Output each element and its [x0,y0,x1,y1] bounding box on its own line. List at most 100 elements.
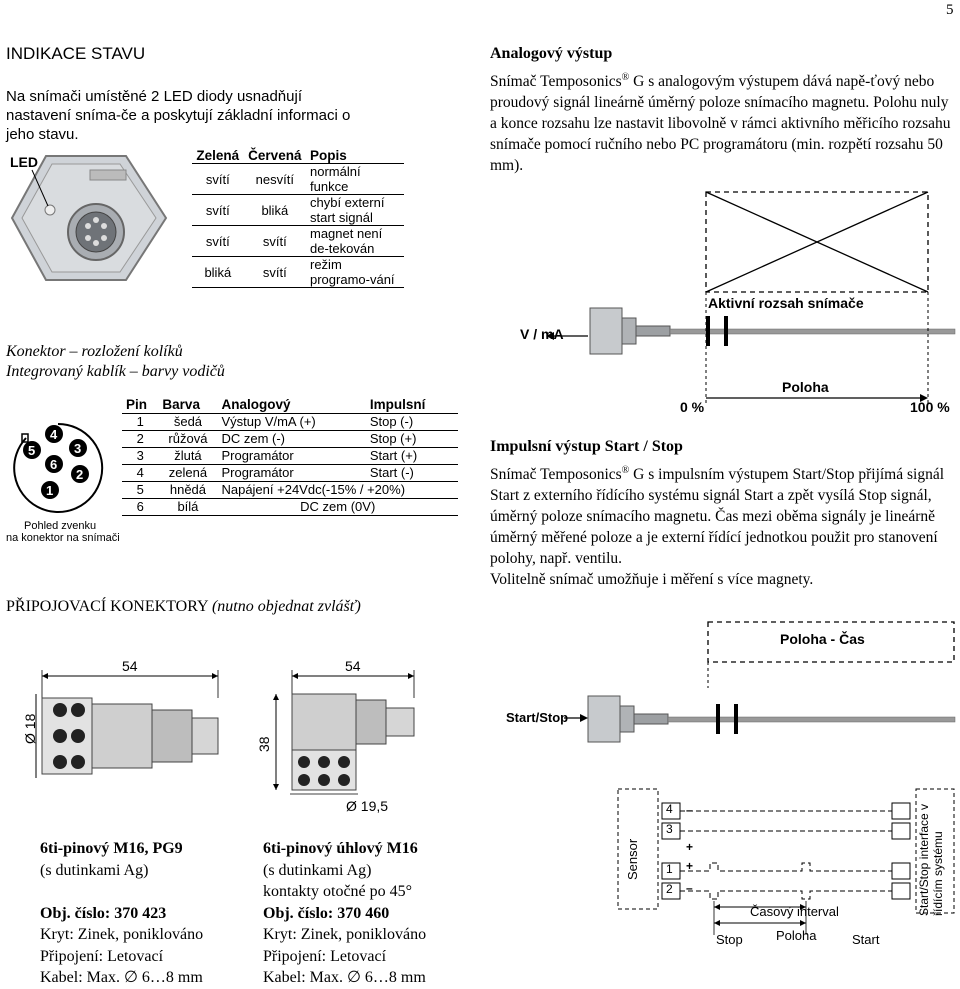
header-barva: Barva [162,397,200,412]
connector-title: Konektor – rozložení kolíků Integrovaný … [6,342,225,382]
indikace-title: INDIKACE STAVU [6,44,146,63]
table-cell: hnědá [158,481,218,499]
pin-5-label: 5 [28,443,35,458]
dim-length-1: 54 [122,658,138,674]
table-cell: 5 [122,481,159,499]
start-stop-label: Start/Stop [506,710,569,725]
table-cell: chybí externí start signál [306,194,404,226]
item-connection: Připojení: Letovací [263,947,387,965]
table-cell: bliká [243,194,306,226]
indikace-text: Na snímači umístěné 2 LED diody usnadňuj… [6,88,351,143]
pin-6-label: 6 [50,457,57,472]
dim-diameter-1: Ø 18 [22,713,38,744]
table-cell: žlutá [158,447,218,465]
table-cell: 1 [122,413,159,431]
registered-mark: ® [621,465,630,476]
table-cell: 4 [122,464,159,482]
analog-text-a: Snímač Temposonics [490,73,622,91]
table-row: 4 zelená Programátor Start (-) [122,464,458,482]
table-cell: nesvítí [243,163,306,195]
pct-0-label: 0 % [680,399,705,415]
led-status-table: Zelená Červená Popis svítí nesvítí normá… [192,148,404,288]
view-note-1: Pohled zvenku [24,520,97,532]
sensor-label: Sensor [625,838,640,880]
item-name: 6ti-pinový M16, PG9 [40,840,183,857]
item-line-2 [40,881,203,903]
pulse-text-a: Snímač Temposonics [490,466,622,484]
connector-title-line2: Integrovaný kablík – barvy vodičů [6,363,225,380]
dim-diameter-2: Ø 19,5 [346,798,389,814]
dim-height-2: 38 [256,736,272,752]
analog-text: Snímač Temposonics® G s analogovým výstu… [490,67,952,176]
table-cell: režim programo-vání [306,256,404,288]
dim-length-2: 54 [345,658,361,674]
table-cell: svítí [243,225,306,257]
pin-4-label: 4 [50,427,58,442]
item-name: 6ti-pinový úhlový M16 [263,840,418,857]
pin-2-label: 2 [76,467,83,482]
sign-pin-1: + [686,859,694,873]
start-label: Start [852,932,880,947]
pin-4-box: 4 [666,802,673,816]
connector-item-2: 6ti-pinový úhlový M16 (s dutinkami Ag) k… [263,838,426,989]
table-cell: růžová [158,430,218,448]
pulse-text: Snímač Temposonics® G s impulsním výstup… [490,460,952,590]
table-cell: Start (+) [365,447,458,465]
connector-item-1: 6ti-pinový M16, PG9 (s dutinkami Ag) Obj… [40,838,203,989]
table-cell: 2 [122,430,159,448]
sensor-head-image [8,148,178,288]
header-pin: Pin [126,397,148,412]
header-cervena: Červená [248,148,302,163]
header-impulsni: Impulsní [369,397,426,412]
table-cell: Stop (+) [365,430,458,448]
analog-text-b: G s analogovým výstupem dává napě-ťový n… [490,73,951,175]
table-cell: bliká [192,256,244,288]
table-cell: DC zem (0V) [217,498,458,516]
table-cell: svítí [192,225,244,257]
table-cell: DC zem (-) [217,430,366,448]
table-cell: bílá [158,498,218,516]
analog-axis-label: V / mA [520,326,564,342]
table-cell: svítí [192,163,244,195]
stop-label: Stop [716,932,743,947]
pulse-text-c: Volitelně snímač umožňuje i měření s víc… [490,571,814,589]
registered-mark: ® [621,72,630,83]
konektory-title-main: PŘIPOJOVACÍ KONEKTORY [6,598,208,615]
active-range-label: Aktivní rozsah snímače [708,295,864,311]
table-row: 1 šedá Výstup V/mA (+) Stop (-) [122,413,458,431]
table-row: bliká svítí režim programo-vání [192,256,404,288]
table-cell: Stop (-) [365,413,458,431]
item-line-1: (s dutinkami Ag) [263,861,372,879]
pin-1-box: 1 [666,862,673,876]
pin-table: Pin Barva Analogový Impulsní 1 šedá Výst… [122,396,458,516]
item-housing: Kryt: Zinek, poniklováno [263,926,427,943]
pin-3-box: 3 [666,822,673,836]
view-note-2: na konektor na snímači [6,532,120,544]
table-cell: Napájení +24Vdc(-15% / +20%) [217,481,458,499]
interface-label: Start/Stop interface v řídícím systému [917,803,945,916]
pulse-title: Impulsní výstup Start / Stop [490,438,683,455]
header-analogovy: Analogový [221,397,291,412]
item-order-number: Obj. číslo: 370 423 [40,904,167,922]
pct-100-label: 100 % [910,399,950,415]
table-cell: Programátor [217,447,366,465]
table-cell: Výstup V/mA (+) [217,413,366,431]
sign-pin-3: + [686,840,694,854]
table-header-row: Zelená Červená Popis [192,148,404,164]
pin-3-label: 3 [74,441,81,456]
position-time-label: Poloha - Čas [780,631,865,647]
connector-title-line1: Konektor – rozložení kolíků [6,343,183,360]
item-line-2: kontakty otočné po 45° [263,883,413,900]
table-row: 3 žlutá Programátor Start (+) [122,447,458,465]
pin-1-label: 1 [46,483,53,498]
header-popis: Popis [310,148,347,163]
table-cell: magnet není de-tekován [306,225,404,257]
table-row: 2 růžová DC zem (-) Stop (+) [122,430,458,448]
table-cell: 3 [122,447,159,465]
item-connection: Připojení: Letovací [40,947,164,965]
sign-pin-4: – [686,803,693,817]
table-cell: 6 [122,498,159,516]
table-cell: normální funkce [306,163,404,195]
item-cable: Kabel: Max. ∅ 6…8 mm [40,969,203,986]
led-label: LED [10,154,38,170]
